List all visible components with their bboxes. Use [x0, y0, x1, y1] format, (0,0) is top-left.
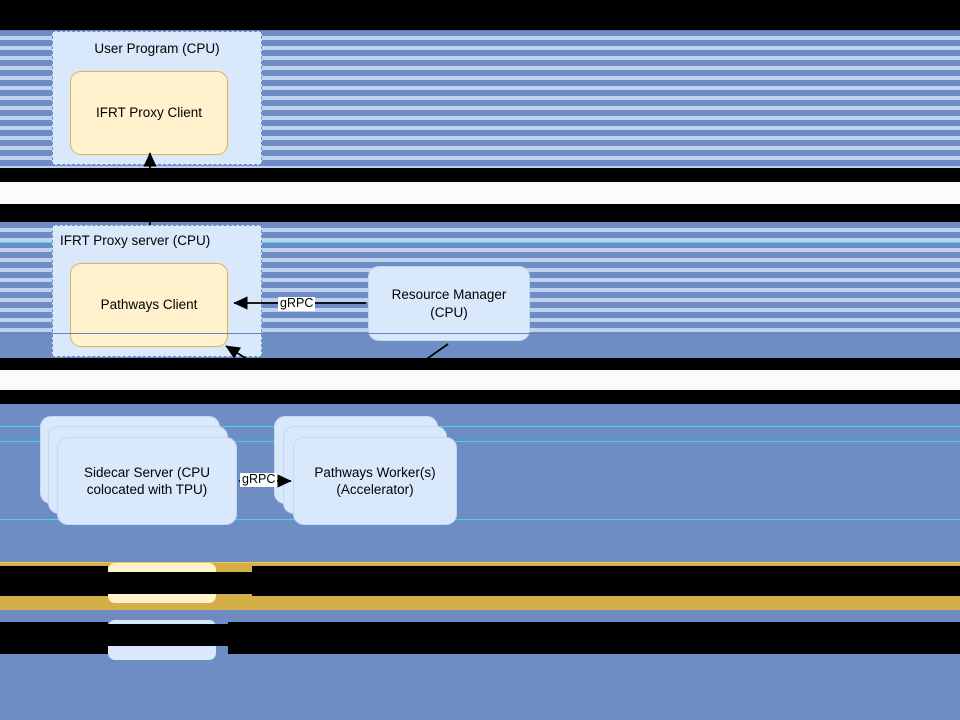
glitch-black-band-3	[0, 204, 960, 222]
glitch-black-band-1	[0, 0, 960, 30]
glitch-occlusion-legend-bottom	[0, 622, 108, 654]
container-user-program-label: User Program (CPU)	[94, 41, 220, 56]
node-sidecar-server-label-line2: colocated with TPU)	[86, 482, 208, 497]
node-pathways-client-label: Pathways Client	[100, 297, 198, 313]
glitch-white-band-2	[0, 370, 960, 390]
legend-gold-topline	[0, 562, 960, 563]
glitch-hairline-1	[0, 30, 960, 31]
scanline-violet-2	[0, 617, 960, 618]
edge-label-sidecar-worker: gRPC	[240, 472, 278, 487]
node-ifrt-proxy-client[interactable]: IFRT Proxy Client	[70, 71, 228, 155]
scanline-cyan-5	[0, 519, 960, 520]
node-pathways-worker-label-line1: Pathways Worker(s)	[314, 464, 436, 480]
glitch-black-band-4	[0, 358, 960, 370]
container-ifrt-proxy-server-label: IFRT Proxy server (CPU)	[60, 233, 211, 248]
glitch-hairline-2	[0, 333, 960, 334]
node-resource-manager-label-line2: (CPU)	[430, 304, 468, 320]
glitch-occlusion-legend-top	[0, 566, 108, 596]
scanline-cyan-3	[0, 426, 960, 427]
glitch-black-band-2	[0, 168, 960, 182]
edge-label-rm-to-pathways-client: gRPC	[278, 296, 316, 311]
node-resource-manager[interactable]: Resource Manager (CPU)	[368, 266, 530, 341]
node-ifrt-proxy-client-label: IFRT Proxy Client	[95, 105, 203, 121]
scanline-cyan-4	[0, 441, 960, 442]
node-sidecar-server[interactable]: Sidecar Server (CPU colocated with TPU)	[57, 437, 237, 525]
node-pathways-worker[interactable]: Pathways Worker(s) (Accelerator)	[293, 437, 457, 525]
glitch-occlusion-legend-bottom-right	[228, 622, 960, 654]
glitch-occlusion-legend-top-right	[252, 566, 960, 596]
node-resource-manager-label-line1: Resource Manager	[391, 287, 507, 303]
glitch-white-band-1	[0, 182, 960, 204]
scanline-cyan-1	[0, 242, 960, 243]
node-pathways-worker-label-line2: (Accelerator)	[336, 482, 414, 497]
node-sidecar-server-label-line1: Sidecar Server (CPU	[83, 464, 211, 480]
glitch-black-band-5	[0, 390, 960, 404]
